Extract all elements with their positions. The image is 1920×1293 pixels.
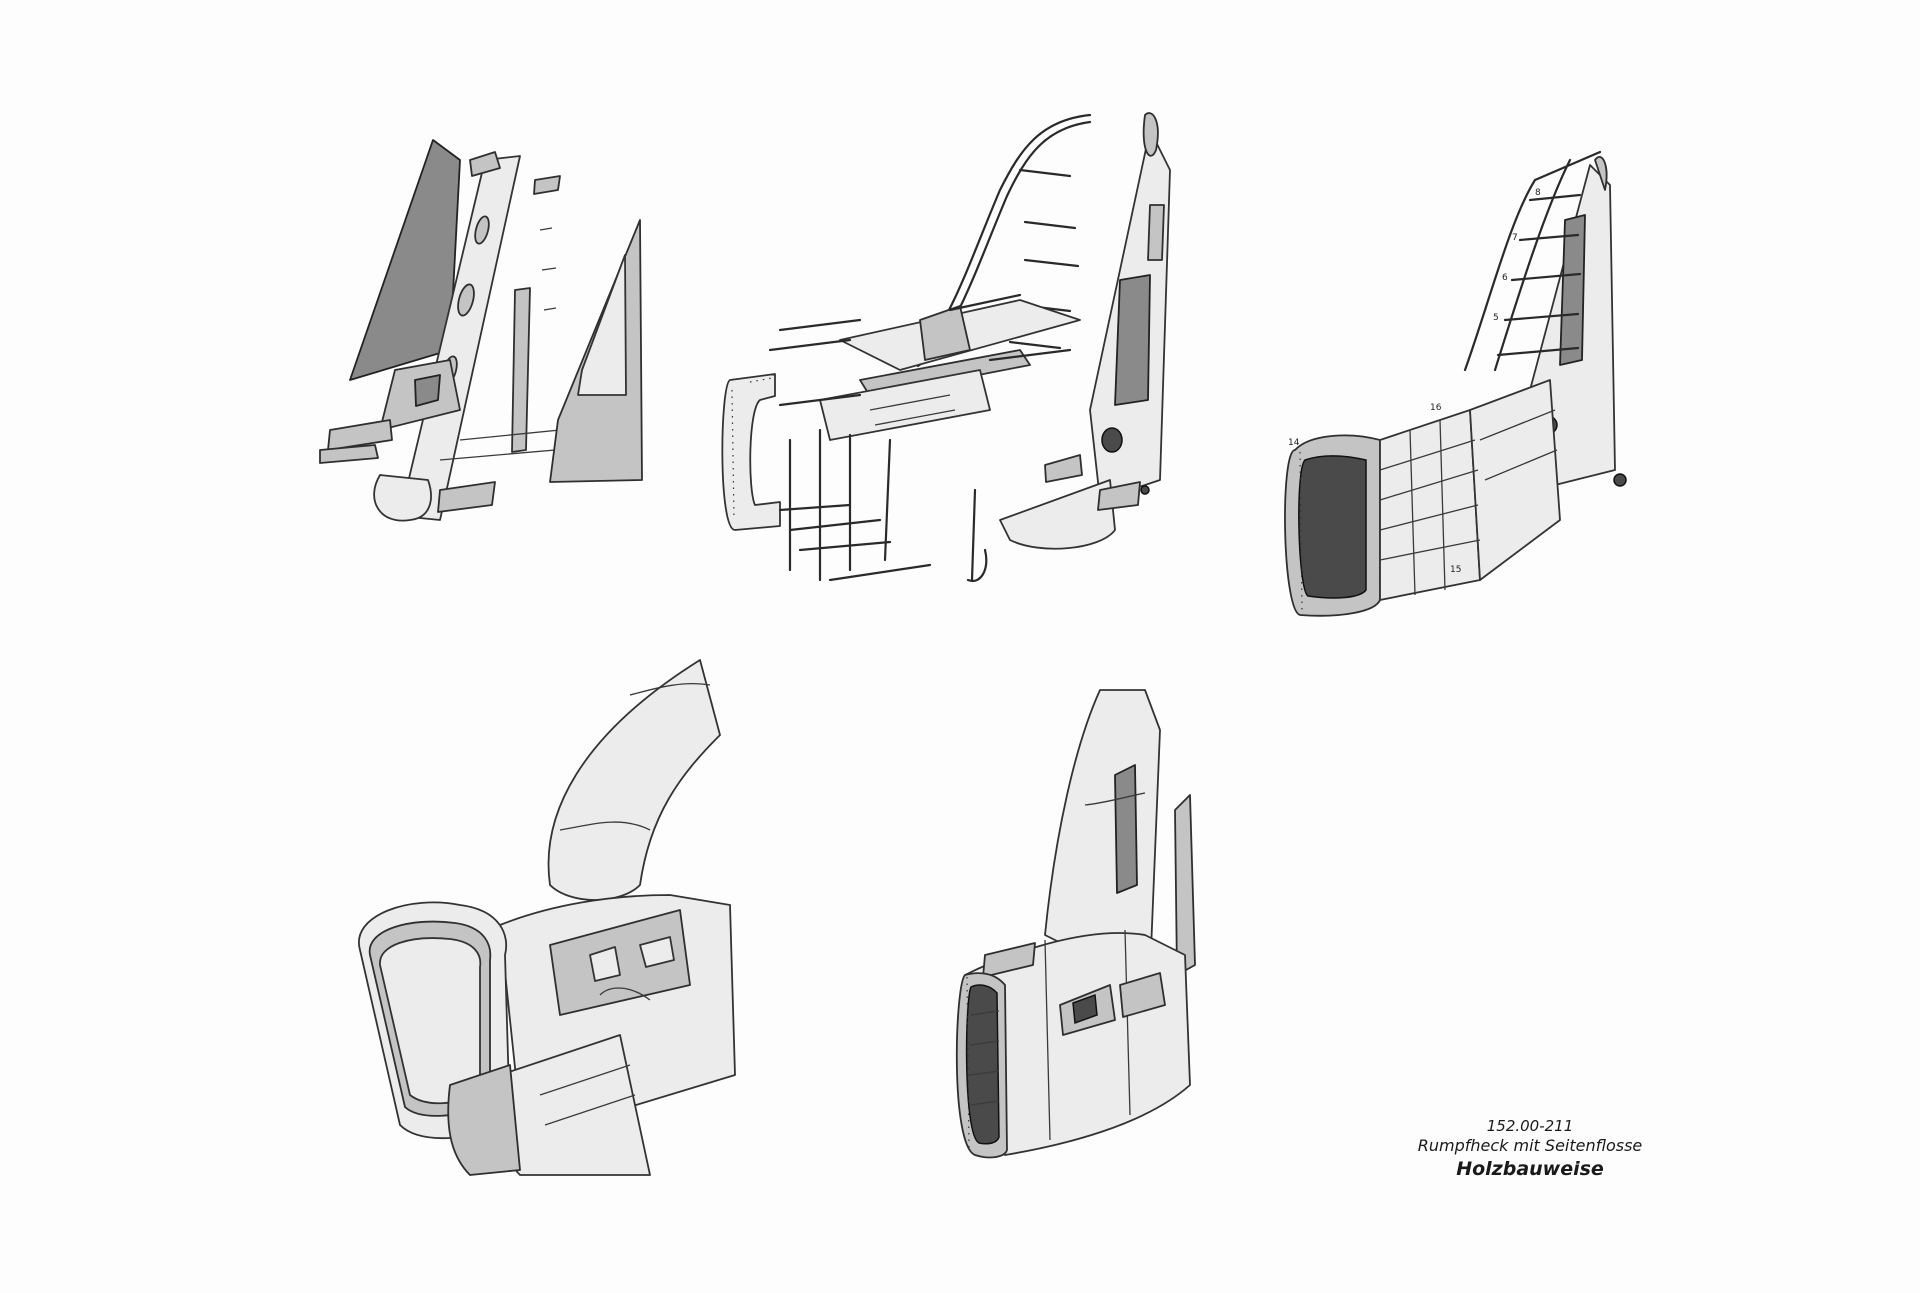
fuselage-skin-shell-drawing [350, 655, 750, 1176]
exploded-fin-parts-drawing [319, 120, 670, 540]
assembled-tail-frame-drawing: 8 7 6 5 16 14 15 [1280, 140, 1660, 617]
drawing-caption: 152.00-211 Rumpfheck mit Seitenflosse Ho… [1360, 1117, 1700, 1181]
assembled-frame-drawing-icon: 8 7 6 5 16 14 15 [1284, 150, 1627, 617]
drawing-title: Rumpfheck mit Seitenflosse [1417, 1136, 1643, 1156]
drawing-subtitle: Holzbauweise [1456, 1157, 1604, 1180]
frame-label-15: 15 [1450, 565, 1461, 575]
exploded-fin-drawing-icon [319, 139, 643, 522]
completed-tail-drawing-icon [955, 689, 1196, 1159]
exploded-tail-frame-drawing [720, 110, 1220, 630]
exploded-frame-drawing-icon [721, 112, 1171, 583]
frame-label-14: 14 [1288, 438, 1300, 448]
completed-tail-section-drawing [945, 685, 1335, 1185]
frame-label-16: 16 [1430, 403, 1442, 413]
drawing-code: 152.00-211 [1486, 1117, 1574, 1135]
frame-label-8: 8 [1535, 188, 1541, 198]
frame-label-7: 7 [1512, 233, 1518, 243]
frame-label-5: 5 [1493, 313, 1499, 323]
frame-label-6: 6 [1502, 273, 1508, 283]
skin-shell-drawing-icon [358, 659, 736, 1176]
